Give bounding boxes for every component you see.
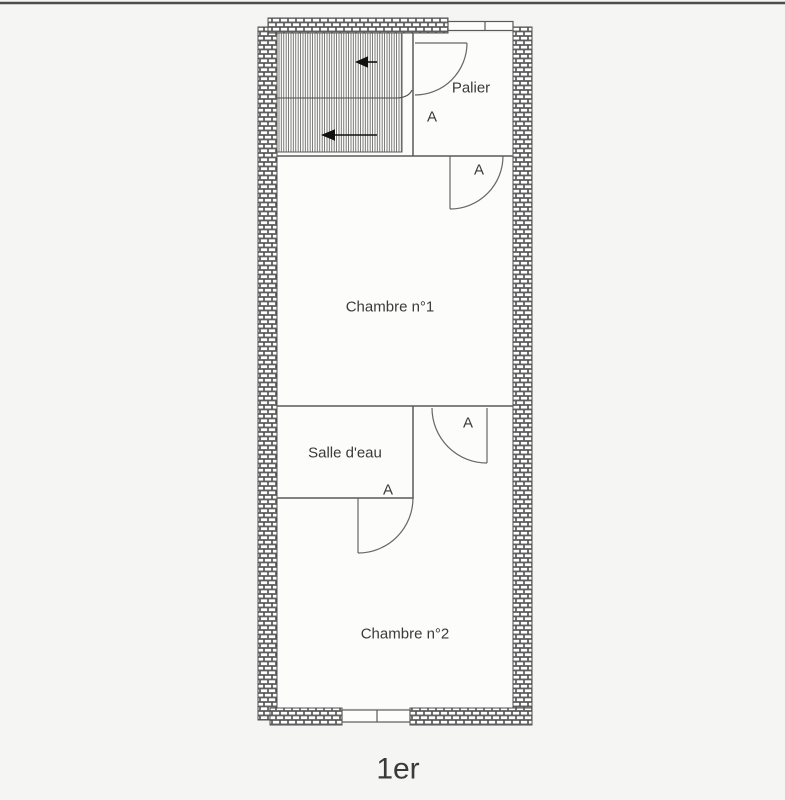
wall-left (257, 26, 278, 721)
arrow-left-icon (321, 129, 335, 141)
door-label-palier: A (427, 109, 437, 126)
labels: Palier A A Chambre n°1 A Salle d'eau A C… (308, 80, 490, 786)
stair-arrow-top (355, 56, 377, 68)
door-chambre-1 (449, 155, 504, 210)
door-label-salle-deau: A (383, 482, 393, 499)
window-top-frame (447, 20, 514, 32)
door-swing-arc (449, 155, 504, 210)
doors (357, 42, 504, 554)
staircase (276, 32, 413, 153)
door-salle-deau (357, 497, 414, 554)
room-label-chambre-2: Chambre n°2 (361, 626, 450, 643)
door-swing-arc (414, 42, 468, 96)
arrow-left-icon (355, 56, 368, 68)
door-label-couloir: A (463, 415, 473, 432)
door-swing-arc (431, 407, 488, 464)
door-couloir (431, 407, 488, 464)
window-top (447, 20, 514, 32)
exterior-walls (257, 17, 533, 726)
room-label-palier: Palier (452, 80, 490, 97)
floor-label: 1er (376, 753, 419, 786)
interior-walls (277, 33, 513, 499)
wall-right (512, 26, 533, 723)
window-bottom-frame (341, 709, 411, 723)
window-bottom (341, 709, 411, 723)
room-label-chambre-1: Chambre n°1 (346, 299, 435, 316)
stair-landing-line (277, 89, 413, 99)
wall-bottom-right (409, 707, 533, 726)
stair-treads (276, 32, 403, 153)
wall-top (267, 17, 449, 34)
door-swing-arc (357, 497, 414, 554)
room-label-salle-deau: Salle d'eau (308, 445, 382, 462)
windows (341, 20, 514, 723)
door-palier (414, 42, 468, 96)
stair-arrow-bottom (321, 129, 377, 141)
door-label-chambre-1: A (474, 162, 484, 179)
wall-bottom-left (269, 707, 343, 726)
